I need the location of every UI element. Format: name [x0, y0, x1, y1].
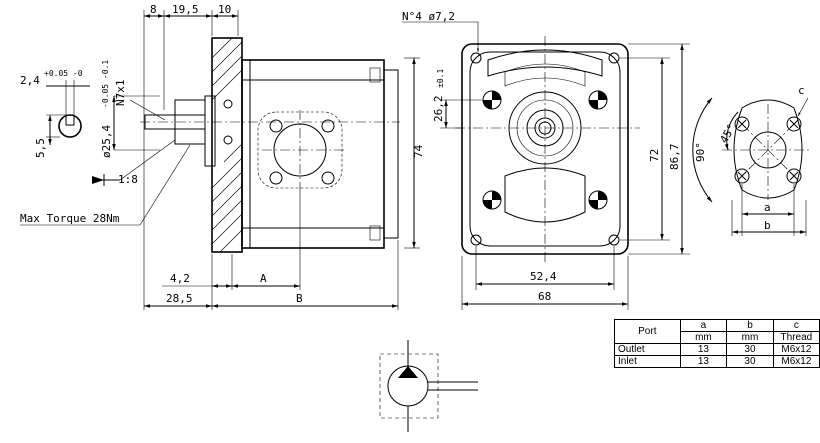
- dim-10: 10: [218, 3, 231, 16]
- row-a: 13: [679, 355, 728, 368]
- row-b: 30: [726, 343, 774, 356]
- row-port: Inlet: [614, 355, 681, 368]
- row-b: 30: [726, 355, 774, 368]
- unit-a: mm: [679, 331, 728, 344]
- dim-shaft-tol: -0.05 -0.1: [101, 60, 110, 108]
- dim-26-2: 26,2: [432, 96, 445, 123]
- port-c-label: c: [798, 84, 805, 97]
- header-port: Port: [614, 319, 681, 344]
- unit-b: mm: [726, 331, 774, 344]
- dim-8: 8: [150, 3, 157, 16]
- header-c: c: [772, 319, 820, 332]
- port-a-label: a: [764, 201, 771, 214]
- row-c: M6x12: [772, 355, 820, 368]
- dim-26-2-tol: ±0.1: [436, 69, 445, 88]
- row-port: Outlet: [614, 343, 681, 356]
- front-view: N°4 ø7,2 26,2 ±0.1 72 86,7 52,4 68: [402, 10, 690, 310]
- header-a: a: [679, 319, 728, 332]
- dim-2-4-tol: +0.05 -0: [44, 69, 83, 78]
- dim-72: 72: [648, 149, 661, 162]
- dim-74: 74: [412, 144, 425, 158]
- max-torque-label: Max Torque 28Nm: [20, 212, 120, 225]
- dim-4-2: 4,2: [170, 272, 190, 285]
- shaft-key-detail: 2,4 +0.05 -0 5,5: [20, 69, 90, 158]
- dim-86-7: 86,7: [668, 144, 681, 171]
- side-view: 8 19,5 10 74 4,2 A 28,5 B N7x1 ø25,4 -0.…: [20, 3, 425, 310]
- table-row: Inlet 13 30 M6x12: [614, 355, 820, 368]
- port-detail: 90° 45° c a b: [692, 84, 812, 236]
- row-c: M6x12: [772, 343, 820, 356]
- dim-spline: N7x1: [114, 80, 127, 107]
- port-spec-table: Port a b c mm mm Thread Outlet 13 30 M6x…: [614, 319, 820, 368]
- header-b: b: [726, 319, 774, 332]
- dim-2-4: 2,4: [20, 74, 40, 87]
- dim-5-5: 5,5: [34, 138, 47, 158]
- pump-hydraulic-symbol: [379, 340, 478, 432]
- unit-c: Thread: [772, 331, 820, 344]
- dim-shaft-dia: ø25,4: [100, 125, 113, 158]
- dim-52-4: 52,4: [530, 270, 557, 283]
- port-b-label: b: [764, 219, 771, 232]
- dim-19-5: 19,5: [172, 3, 199, 16]
- bolt-holes: [482, 90, 608, 210]
- flange-hatch: [211, 37, 243, 253]
- dim-a: A: [260, 272, 267, 285]
- table-row: Outlet 13 30 M6x12: [614, 343, 820, 356]
- dim-68: 68: [538, 290, 551, 303]
- dim-28-5: 28,5: [166, 292, 193, 305]
- taper-label: 1:8: [118, 173, 138, 186]
- dim-b: B: [296, 292, 303, 305]
- angle-90: 90°: [694, 142, 707, 162]
- row-a: 13: [679, 343, 728, 356]
- holes-label: N°4 ø7,2: [402, 10, 455, 23]
